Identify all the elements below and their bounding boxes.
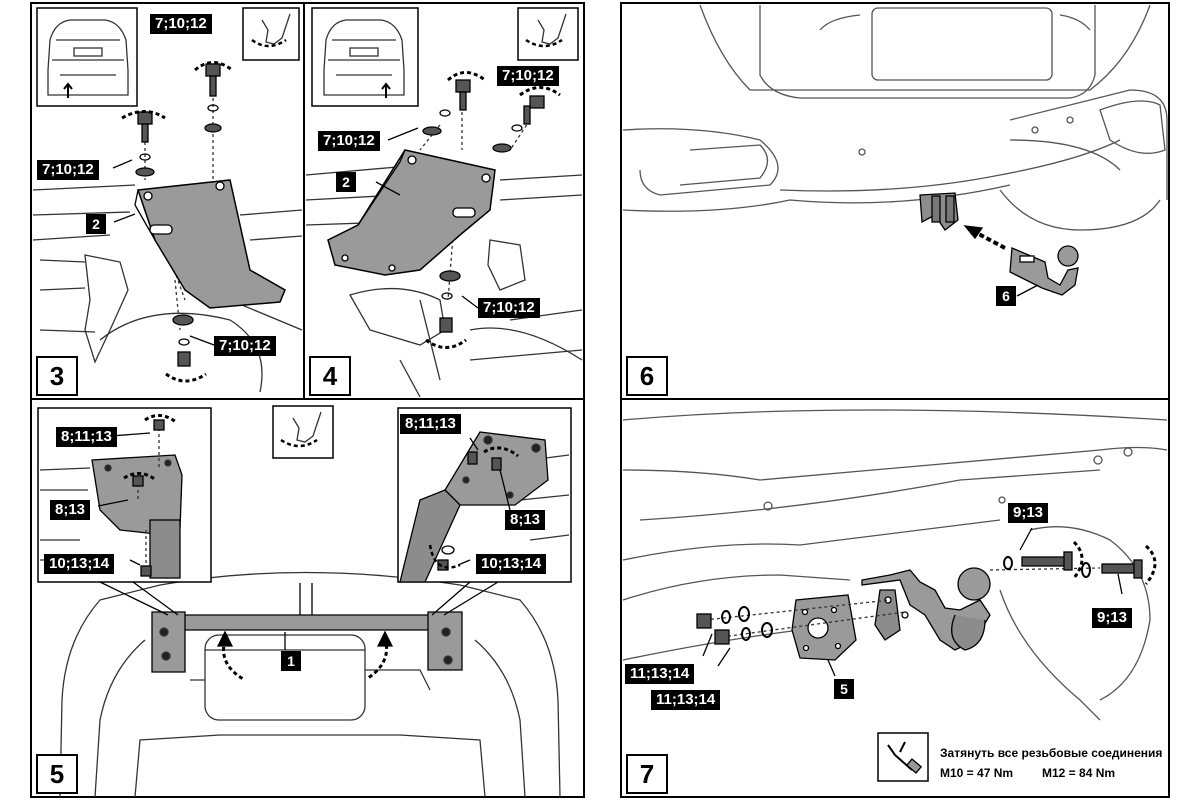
label-7-nut1: 11;13;14 [625,664,695,684]
step-number-3: 3 [36,356,78,396]
panel-5-art [37,405,572,798]
torque-m10: M10 = 47 Nm [940,766,1014,780]
part-label-crossbar: 1 [281,651,301,671]
label-5-left-top: 8;11;13 [56,427,117,447]
step-number-6: 6 [626,356,668,396]
label-3-top: 7;10;12 [150,14,212,34]
label-5-right-mid: 8;13 [505,510,546,530]
step-number-7: 7 [626,754,668,794]
label-5-right-top: 8;11;13 [400,414,461,434]
part-label-socket-plate: 5 [834,679,854,699]
panel-7-art [622,409,1168,782]
label-7-top: 9;13 [1008,503,1049,523]
label-7-right: 9;13 [1092,608,1133,628]
panel-6-art [622,4,1168,297]
step-number-5: 5 [36,754,78,794]
label-5-right-bottom: 10;13;14 [476,554,547,574]
label-7-nut2: 11;13;14 [651,690,721,710]
label-5-left-bottom: 10;13;14 [44,554,115,574]
label-4-bottom: 7;10;12 [478,298,540,318]
part-label-bracket-3: 2 [86,214,106,234]
panel-3-art [32,7,303,393]
panel-4-art [305,7,583,398]
part-label-ball: 6 [996,286,1016,306]
panel-5-frame [30,398,585,798]
label-4-left: 7;10;12 [318,131,380,151]
label-3-bottom: 7;10;12 [214,336,276,356]
part-label-bracket-4: 2 [336,172,356,192]
panel-7-frame [620,398,1170,798]
label-4-right: 7;10;12 [497,66,559,86]
step-number-4: 4 [309,356,351,396]
torque-heading: Затянуть все резьбовые соединения [940,746,1163,760]
torque-m12: M12 = 84 Nm [1042,766,1116,780]
label-3-left: 7;10;12 [37,160,99,180]
label-5-left-mid: 8;13 [50,500,91,520]
